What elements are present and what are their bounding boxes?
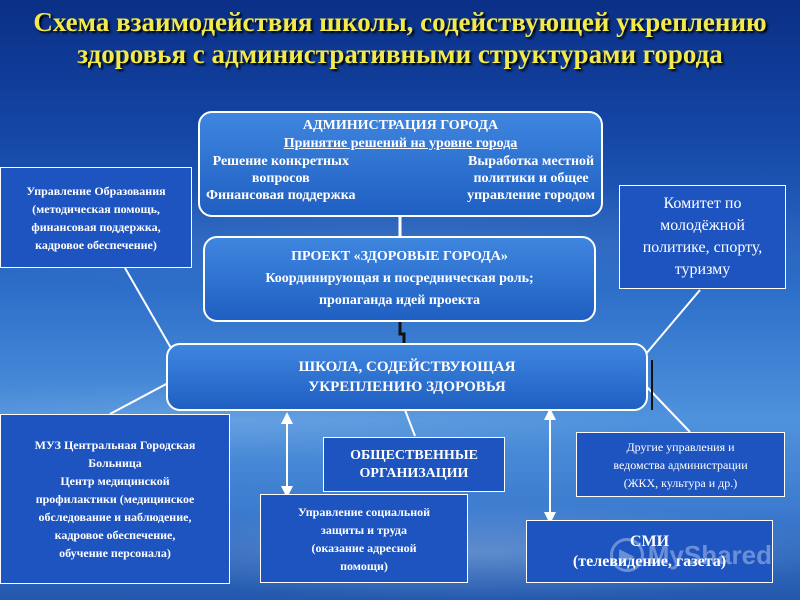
education-dept-line: кадровое обеспечение)	[35, 237, 157, 252]
hospital-line: Больница	[88, 456, 142, 470]
hospital-line: кадровое обеспечение,	[54, 528, 176, 542]
administration-box: АДМИНИСТРАЦИЯ ГОРОДА Принятие решений на…	[198, 111, 603, 217]
administration-subheading: Принятие решений на уровне города	[283, 136, 518, 151]
hospital-box: МУЗ Центральная Городская Больница Центр…	[0, 414, 230, 584]
administration-right-col: Выработка местной политики и общее управ…	[467, 153, 595, 204]
public-orgs-line: ОРГАНИЗАЦИИ	[359, 465, 469, 481]
watermark: ▶ MyShared	[609, 538, 772, 572]
education-dept-line: Управление Образования	[26, 183, 166, 198]
education-dept-box: Управление Образования (методическая пом…	[0, 167, 192, 268]
watermark-text: MyShared	[647, 539, 772, 570]
link-project-school	[398, 322, 406, 344]
youth-committee-line: политике, спорту,	[642, 239, 763, 256]
social-dept-line: Управление социальной	[297, 504, 431, 519]
link-education-school	[124, 267, 176, 356]
administration-right-line: управление городом	[467, 188, 595, 203]
hospital-line: Центр медицинской	[60, 474, 170, 488]
hospital-line: обследование и наблюдение,	[38, 510, 192, 524]
project-line: ПРОЕКТ «ЗДОРОВЫЕ ГОРОДА»	[291, 249, 508, 264]
hospital-line: профилактики (медицинское	[35, 492, 195, 506]
other-depts-box: Другие управления и ведомства администра…	[576, 432, 785, 497]
youth-committee-box: Комитет по молодёжной политике, спорту, …	[619, 185, 786, 289]
school-line: ШКОЛА, СОДЕЙСТВУЮЩАЯ	[298, 359, 516, 375]
project-box: ПРОЕКТ «ЗДОРОВЫЕ ГОРОДА» Координирующая …	[203, 236, 596, 322]
other-depts-line: ведомства администрации	[613, 457, 748, 472]
administration-left-line: Финансовая поддержка	[206, 188, 356, 203]
public-orgs-box: ОБЩЕСТВЕННЫЕ ОРГАНИЗАЦИИ	[323, 437, 505, 492]
project-line: пропаганда идей проекта	[318, 293, 481, 308]
social-dept-box: Управление социальной защиты и труда (ок…	[260, 494, 468, 583]
youth-committee-line: Комитет по	[663, 195, 742, 212]
administration-left-col: Решение конкретных вопросов Финансовая п…	[206, 153, 356, 204]
public-orgs-line: ОБЩЕСТВЕННЫЕ	[350, 447, 478, 463]
school-line: УКРЕПЛЕНИЮ ЗДОРОВЬЯ	[308, 379, 506, 395]
school-box: ШКОЛА, СОДЕЙСТВУЮЩАЯ УКРЕПЛЕНИЮ ЗДОРОВЬЯ	[166, 343, 648, 411]
other-depts-line: (ЖКХ, культура и др.)	[623, 475, 738, 490]
youth-committee-line: молодёжной	[660, 217, 745, 234]
education-dept-line: (методическая помощь,	[32, 201, 160, 216]
youth-committee-line: туризму	[674, 261, 731, 278]
administration-heading: АДМИНИСТРАЦИЯ ГОРОДА	[302, 118, 499, 133]
project-line: Координирующая и посредническая роль;	[265, 271, 534, 286]
education-dept-line: финансовая поддержка,	[31, 219, 161, 234]
social-dept-line: (оказание адресной	[311, 540, 417, 555]
hospital-line: МУЗ Центральная Городская	[34, 438, 196, 452]
administration-right-line: политики и общее	[473, 171, 589, 186]
diagram-title: Схема взаимодействия школы, содействующе…	[33, 7, 767, 69]
other-depts-line: Другие управления и	[626, 439, 735, 454]
social-dept-line: помощи)	[340, 558, 388, 573]
watermark-logo-icon: ▶	[609, 538, 644, 572]
administration-columns: Решение конкретных вопросов Финансовая п…	[200, 153, 601, 204]
link-youth-school	[644, 289, 701, 356]
hospital-line: обучение персонала)	[59, 546, 171, 560]
link-public-school	[404, 409, 416, 437]
administration-left-line: Решение конкретных	[212, 154, 349, 169]
social-dept-line: защиты и труда	[321, 522, 407, 537]
administration-left-line: вопросов	[251, 171, 310, 186]
link-hospital-school	[109, 381, 171, 415]
administration-right-line: Выработка местной	[468, 154, 595, 169]
